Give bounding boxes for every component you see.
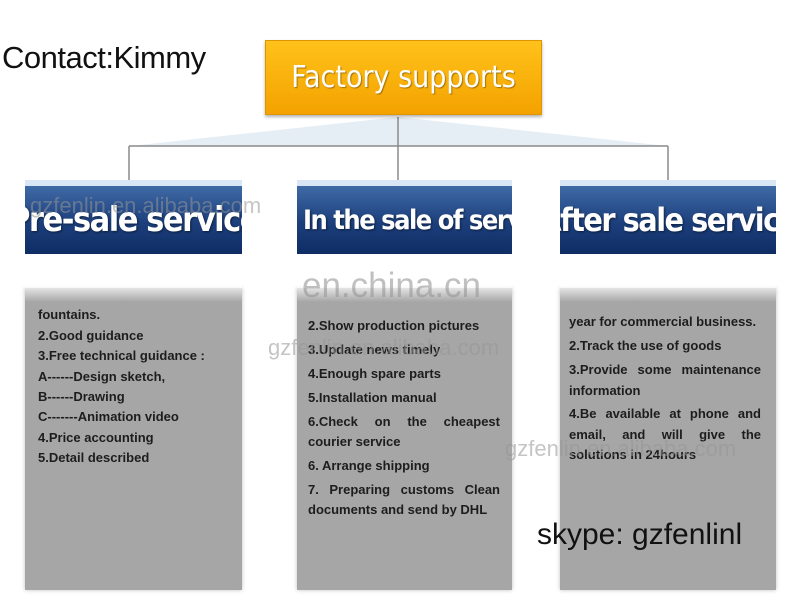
list-item: A------Design sketch,: [38, 369, 166, 384]
list-item: 5.Detail described: [38, 450, 150, 465]
watermark-alibaba: gzfenlin.en.alibaba.com: [268, 335, 500, 360]
list-item: 2.Show production pictures: [308, 318, 480, 333]
list-item: C-------Animation video: [38, 409, 179, 424]
list-item: 6. Arrange shipping: [308, 458, 430, 473]
list-item: 4.Price accounting: [38, 430, 154, 445]
list-item: courier service: [308, 434, 401, 449]
list-item: 3.Provide some maintenance: [569, 362, 761, 377]
list-item: B------Drawing: [38, 389, 125, 404]
list-item: 3.Update news timely: [308, 342, 441, 357]
after-sale-header: After sale service: [560, 180, 776, 254]
list-item: documents and send by DHL: [308, 502, 488, 517]
list-item: 2.Track the use of goods: [569, 338, 722, 353]
root-title: Factory supports: [291, 60, 516, 95]
list-item: year for commercial business.: [569, 314, 757, 329]
list-item: fountains.: [38, 307, 101, 322]
list-item: 6.Check on the cheapest: [308, 414, 500, 429]
list-item: 4.Enough spare parts: [308, 366, 441, 381]
skype-label: skype: gzfenlinl: [537, 518, 743, 551]
in-sale-header: In the sale of services: [297, 180, 512, 254]
watermark-alibaba: gzfenlin.en.alibaba.com: [505, 436, 737, 461]
list-item: 5.Installation manual: [308, 390, 437, 405]
in-sale-panel: 2.Show production pictures 3.Update news…: [297, 282, 512, 590]
list-item: 4.Be available at phone and: [569, 406, 761, 421]
pre-sale-panel: fountains. 2.Good guidance 3.Free techni…: [25, 282, 242, 590]
contact-label: Contact:Kimmy: [2, 40, 206, 75]
list-item: 7. Preparing customs Clean: [308, 482, 500, 497]
list-item: email, and will give the: [569, 427, 761, 442]
list-item: solutions in 24hours: [569, 447, 697, 462]
list-item: information: [569, 383, 641, 398]
after-sale-panel: year for commercial business. 2.Track th…: [560, 282, 776, 590]
list-item: 3.Free technical guidance :: [38, 348, 205, 363]
watermark-alibaba: gzfenlin.en.alibaba.com: [30, 193, 262, 218]
factory-supports-box: Factory supports: [265, 40, 542, 115]
watermark-china: en.china.cn: [302, 266, 482, 305]
pre-sale-header: Pre-sale service: [25, 180, 242, 254]
list-item: 2.Good guidance: [38, 328, 144, 343]
